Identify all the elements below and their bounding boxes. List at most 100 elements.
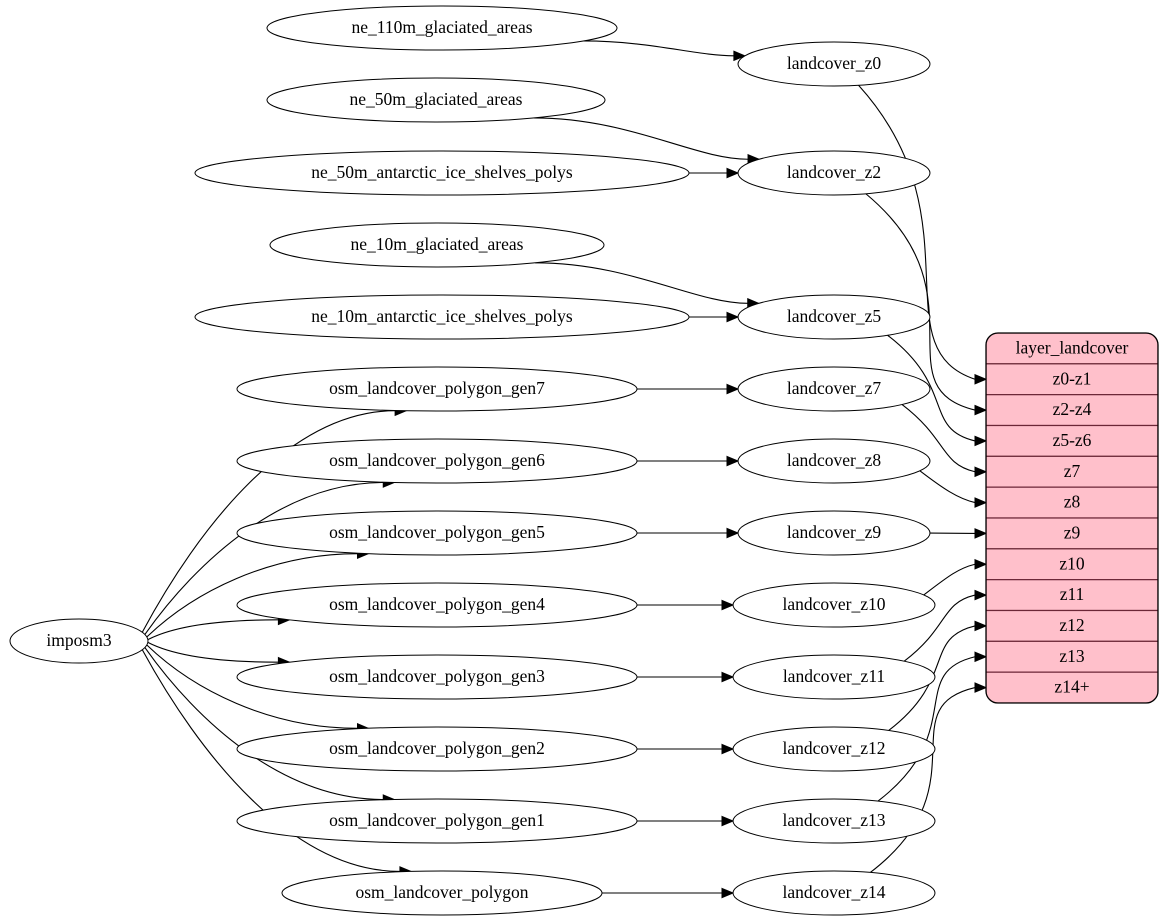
node-osm_landcover_polygon_gen7[interactable]: osm_landcover_polygon_gen7 <box>236 366 638 412</box>
node-landcover_z14-shape <box>732 870 936 916</box>
table-header-rect <box>986 333 1158 365</box>
edge-arrowhead <box>733 50 747 62</box>
node-landcover_z8-shape <box>737 438 931 484</box>
node-ne_50m_antarctic_ice_shelves_polys[interactable]: ne_50m_antarctic_ice_shelves_polys <box>194 150 690 196</box>
edge-landcover_z11-to-z11 <box>903 594 976 662</box>
node-ne_50m_glaciated_areas[interactable]: ne_50m_glaciated_areas <box>266 77 606 123</box>
edge-imposm3-to-osm_landcover_polygon_gen4 <box>147 619 279 641</box>
edge-arrowhead <box>721 815 735 827</box>
node-landcover_z11-shape <box>732 654 936 700</box>
table-row-rect <box>986 671 1158 703</box>
edge-arrowhead <box>726 311 740 323</box>
edge-arrowhead <box>974 404 988 416</box>
table-row-rect <box>986 640 1158 673</box>
node-landcover_z2-shape <box>737 150 931 196</box>
node-osm_landcover_polygon_gen6-shape <box>236 438 638 484</box>
edge-arrowhead <box>726 455 740 467</box>
table-row-z0-z1[interactable]: z0-z1 <box>986 363 1158 396</box>
node-ne_10m_glaciated_areas-shape <box>269 222 605 268</box>
edge-arrowhead <box>974 651 988 663</box>
node-landcover_z5-shape <box>737 294 931 340</box>
edge-ne_110m_glaciated_areas-to-landcover_z0 <box>583 40 734 57</box>
node-osm_landcover_polygon-shape <box>281 870 603 916</box>
node-osm_landcover_polygon_gen4-shape <box>236 582 638 628</box>
nodes-layer: ne_110m_glaciated_areas ne_50m_glaciated_… <box>9 5 936 916</box>
edge-landcover_z8-to-z8 <box>919 470 976 504</box>
edge-arrowhead <box>974 589 988 601</box>
edge-arrowhead <box>721 671 735 683</box>
table-row-z2-z4[interactable]: z2-z4 <box>986 394 1158 427</box>
node-landcover_z8[interactable]: landcover_z8 <box>737 438 931 484</box>
table-outline <box>985 332 1159 704</box>
edge-arrowhead <box>726 527 740 539</box>
table-header-cell: layer_landcover <box>986 333 1158 365</box>
edge-arrowhead <box>721 599 735 611</box>
table-row-z12[interactable]: z12 <box>986 609 1158 642</box>
table-row-rect <box>986 455 1158 488</box>
node-ne_10m_antarctic_ice_shelves_polys-shape <box>194 294 690 340</box>
edge-landcover_z12-to-z12 <box>888 625 976 731</box>
node-landcover_z2[interactable]: landcover_z2 <box>737 150 931 196</box>
edge-imposm3-to-osm_landcover_polygon_gen3 <box>147 641 279 663</box>
edge-arrowhead <box>974 435 988 447</box>
edge-ne_50m_glaciated_areas-to-landcover_z2 <box>533 117 749 160</box>
table-row-z8[interactable]: z8 <box>986 486 1158 519</box>
edge-arrowhead <box>974 682 988 693</box>
table-row-z10[interactable]: z10 <box>986 548 1158 581</box>
table-row-rect <box>986 609 1158 642</box>
edge-landcover_z13-to-z13 <box>877 656 976 802</box>
edge-imposm3-to-osm_landcover_polygon_gen2 <box>146 644 358 729</box>
table-rows-group: layer_landcoverz0-z1z2-z4z5-z6z7z8z9z10z… <box>986 333 1158 703</box>
table-row-z5-z6[interactable]: z5-z6 <box>986 424 1158 457</box>
node-landcover_z9-shape <box>737 510 931 556</box>
edge-landcover_z7-to-z7 <box>901 404 976 473</box>
node-landcover_z13[interactable]: landcover_z13 <box>732 798 936 844</box>
node-imposm3-shape <box>9 618 149 664</box>
node-landcover_z0[interactable]: landcover_z0 <box>737 41 931 87</box>
node-landcover_z7[interactable]: landcover_z7 <box>737 366 931 412</box>
table-row-z14+[interactable]: z14+ <box>986 671 1158 703</box>
node-imposm3[interactable]: imposm3 <box>9 618 149 664</box>
node-osm_landcover_polygon_gen4[interactable]: osm_landcover_polygon_gen4 <box>236 582 638 628</box>
node-osm_landcover_polygon_gen6[interactable]: osm_landcover_polygon_gen6 <box>236 438 638 484</box>
table-row-z13[interactable]: z13 <box>986 640 1158 673</box>
edge-arrowhead <box>726 167 740 179</box>
edge-landcover_z14-to-z14+ <box>870 687 976 873</box>
node-landcover_z7-shape <box>737 366 931 412</box>
node-osm_landcover_polygon_gen7-shape <box>236 366 638 412</box>
node-landcover_z12[interactable]: landcover_z12 <box>732 726 936 772</box>
node-ne_110m_glaciated_areas[interactable]: ne_110m_glaciated_areas <box>266 5 618 51</box>
node-osm_landcover_polygon_gen5[interactable]: osm_landcover_polygon_gen5 <box>236 510 638 556</box>
node-ne_110m_glaciated_areas-shape <box>266 5 618 51</box>
node-ne_10m_glaciated_areas[interactable]: ne_10m_glaciated_areas <box>269 222 605 268</box>
edge-landcover_z2-to-z2-z4 <box>865 193 976 411</box>
edge-arrowhead <box>721 743 735 755</box>
node-ne_10m_antarctic_ice_shelves_polys[interactable]: ne_10m_antarctic_ice_shelves_polys <box>194 294 690 340</box>
node-osm_landcover_polygon[interactable]: osm_landcover_polygon <box>281 870 603 916</box>
node-landcover_z11[interactable]: landcover_z11 <box>732 654 936 700</box>
node-osm_landcover_polygon_gen3[interactable]: osm_landcover_polygon_gen3 <box>236 654 638 700</box>
node-landcover_z10[interactable]: landcover_z10 <box>732 582 936 628</box>
edge-landcover_z0-to-z0-z1 <box>858 84 976 380</box>
node-osm_landcover_polygon_gen1[interactable]: osm_landcover_polygon_gen1 <box>236 798 638 844</box>
node-osm_landcover_polygon_gen2[interactable]: osm_landcover_polygon_gen2 <box>236 726 638 772</box>
edge-arrowhead <box>721 887 735 899</box>
node-landcover_z9[interactable]: landcover_z9 <box>737 510 931 556</box>
table-row-rect <box>986 424 1158 457</box>
edge-arrowhead <box>726 383 740 395</box>
table-row-rect <box>986 394 1158 427</box>
edge-imposm3-to-osm_landcover_polygon_gen7 <box>141 410 396 633</box>
node-landcover_z12-shape <box>732 726 936 772</box>
node-landcover_z5[interactable]: landcover_z5 <box>737 294 931 340</box>
table-row-z11[interactable]: z11 <box>986 579 1158 612</box>
node-osm_landcover_polygon_gen5-shape <box>236 510 638 556</box>
table-row-z9[interactable]: z9 <box>986 517 1158 550</box>
node-landcover_z14[interactable]: landcover_z14 <box>732 870 936 916</box>
node-ne_50m_glaciated_areas-shape <box>266 77 606 123</box>
table-row-z7[interactable]: z7 <box>986 455 1158 488</box>
table-row-rect <box>986 517 1158 550</box>
node-ne_50m_antarctic_ice_shelves_polys-shape <box>194 150 690 196</box>
edge-arrowhead <box>974 373 988 385</box>
edge-imposm3-to-osm_landcover_polygon_gen5 <box>146 553 358 638</box>
